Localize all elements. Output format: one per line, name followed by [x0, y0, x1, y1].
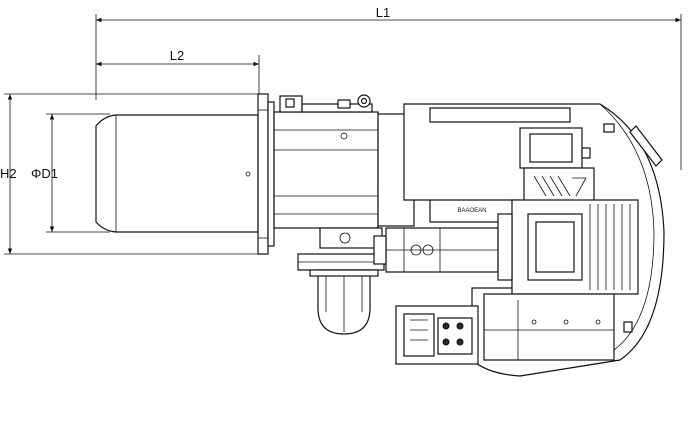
- air-intake-elbow: [309, 269, 379, 335]
- dimension-l2: L2: [96, 48, 260, 94]
- blast-tube: [95, 114, 259, 233]
- dimension-d1: ΦD1: [31, 113, 110, 233]
- dimension-l1: L1: [95, 5, 682, 170]
- dimension-d1-label: ΦD1: [31, 166, 58, 181]
- motor-label: BAAOEAN: [457, 208, 486, 214]
- dimension-l1-label: L1: [376, 5, 390, 20]
- electric-motor: [497, 199, 639, 295]
- controller-box: [395, 305, 479, 365]
- base-panel: [483, 293, 615, 361]
- burner-housing: [245, 94, 385, 271]
- dimension-l2-label: L2: [170, 48, 184, 63]
- servo-motor: [519, 127, 595, 203]
- oil-pump: [373, 227, 499, 273]
- dimension-h2: H2: [0, 93, 262, 255]
- mounting-flange: [257, 93, 275, 255]
- dimension-h2-label: H2: [0, 166, 17, 181]
